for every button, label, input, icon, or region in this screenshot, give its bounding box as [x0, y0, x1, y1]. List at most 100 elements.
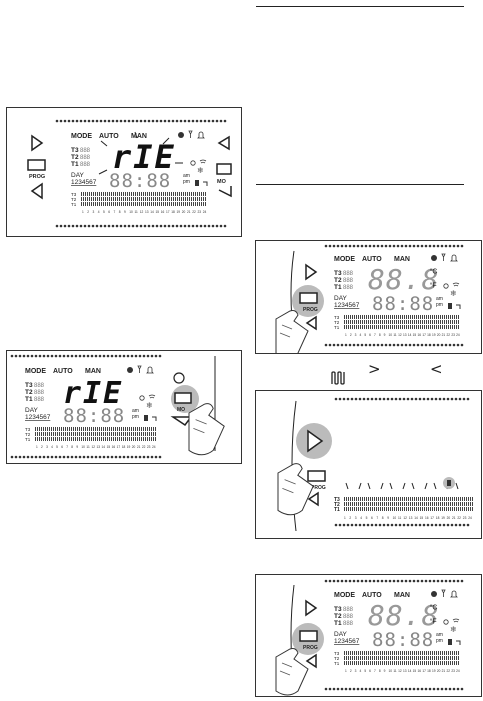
up-button: [173, 372, 185, 384]
program-bargraph: [344, 315, 459, 329]
svg-text:12: 12: [91, 445, 95, 449]
dot-row: [324, 244, 464, 248]
temperature-digits: 88.8: [368, 263, 439, 296]
day-label: DAY: [25, 407, 39, 414]
svg-text:7: 7: [66, 445, 68, 449]
svg-text:7: 7: [114, 210, 116, 214]
svg-text:23: 23: [451, 333, 455, 337]
svg-text:23: 23: [147, 445, 151, 449]
svg-text:4: 4: [360, 669, 362, 673]
svg-text:7: 7: [376, 516, 378, 520]
day-digits: 1234567: [334, 638, 360, 645]
svg-text:3: 3: [93, 210, 95, 214]
svg-text:13: 13: [403, 669, 407, 673]
svg-text:24: 24: [468, 516, 472, 520]
svg-text:8: 8: [119, 210, 121, 214]
globe-icon: [178, 132, 184, 138]
zone-label: T2: [334, 613, 342, 620]
zone-label: T2: [334, 277, 342, 284]
svg-text:22: 22: [192, 210, 196, 214]
power-icon: [443, 283, 449, 289]
svg-text:14: 14: [150, 210, 154, 214]
svg-text:20: 20: [132, 445, 136, 449]
wifi-icon: [148, 394, 156, 399]
svg-text:16: 16: [425, 516, 429, 520]
zone-value: 888: [343, 607, 354, 613]
bargraph-row-label: T1: [334, 325, 340, 330]
globe-icon: [431, 591, 437, 597]
svg-text:10: 10: [389, 333, 393, 337]
svg-text:8: 8: [379, 333, 381, 337]
celsius-label: °C: [430, 268, 438, 276]
right-arrow-button: [305, 263, 318, 281]
bargraph-row-label: T1: [334, 661, 340, 666]
bell-icon: [450, 254, 458, 262]
radiator-icon: [448, 303, 452, 309]
mode-label: MODE: [71, 133, 92, 140]
svg-text:16: 16: [161, 210, 165, 214]
tap-icon: [203, 181, 208, 186]
day-label: DAY: [334, 631, 348, 638]
program-bargraph: [81, 192, 206, 206]
pressing-finger-icon: [275, 310, 309, 358]
svg-text:6: 6: [369, 669, 371, 673]
svg-text:16: 16: [112, 445, 116, 449]
bargraph-row-label: T1: [25, 437, 31, 442]
pm-label: pm: [132, 414, 139, 420]
svg-text:17: 17: [117, 445, 121, 449]
day-digits: 1234567: [25, 414, 51, 421]
prog-label: PROG: [303, 307, 318, 313]
bargraph-row-label: T3: [334, 651, 340, 656]
zone-value: 888: [34, 397, 45, 403]
svg-text:9: 9: [76, 445, 78, 449]
svg-text:9: 9: [124, 210, 126, 214]
zone-value: 888: [34, 383, 45, 389]
mode-label: MODE: [334, 256, 355, 263]
am-label: am: [132, 408, 139, 414]
dot-row: [10, 455, 162, 459]
clock-digits: 88:88: [63, 405, 125, 427]
svg-text:2: 2: [87, 210, 89, 214]
svg-text:8: 8: [71, 445, 73, 449]
svg-text:3: 3: [355, 669, 357, 673]
pressing-finger-icon: [277, 463, 314, 516]
svg-text:15: 15: [420, 516, 424, 520]
dot-row: [10, 354, 162, 358]
svg-text:11: 11: [398, 516, 402, 520]
man-label: MAN: [131, 133, 147, 140]
zone-value: 888: [80, 162, 91, 168]
rie-display-text: rIE: [63, 376, 123, 411]
radiator-icon: [195, 180, 199, 186]
svg-text:23: 23: [451, 669, 455, 673]
zone-label: T3: [334, 270, 342, 277]
bargraph-row-label: T3: [334, 497, 340, 503]
zone-value: 888: [343, 271, 354, 277]
svg-text:24: 24: [456, 669, 460, 673]
bargraph-row-label: T3: [71, 192, 77, 197]
zone-label: T1: [334, 620, 342, 627]
svg-text:15: 15: [413, 669, 417, 673]
tap-icon: [152, 416, 157, 421]
day-digits: 1234567: [71, 179, 97, 186]
svg-text:18: 18: [427, 333, 431, 337]
program-bargraph: [35, 427, 156, 441]
svg-text:17: 17: [166, 210, 170, 214]
zone-label: T2: [25, 389, 33, 396]
svg-text:11: 11: [86, 445, 90, 449]
svg-text:18: 18: [122, 445, 126, 449]
svg-text:21: 21: [137, 445, 141, 449]
svg-text:22: 22: [447, 333, 451, 337]
day-label: DAY: [71, 172, 85, 179]
zone-label: T1: [25, 396, 33, 403]
svg-text:11: 11: [135, 210, 139, 214]
svg-text:14: 14: [408, 669, 412, 673]
right-arrow-button: [307, 429, 324, 453]
svg-text:23: 23: [463, 516, 467, 520]
svg-text:9: 9: [387, 516, 389, 520]
power-icon: [190, 160, 196, 166]
